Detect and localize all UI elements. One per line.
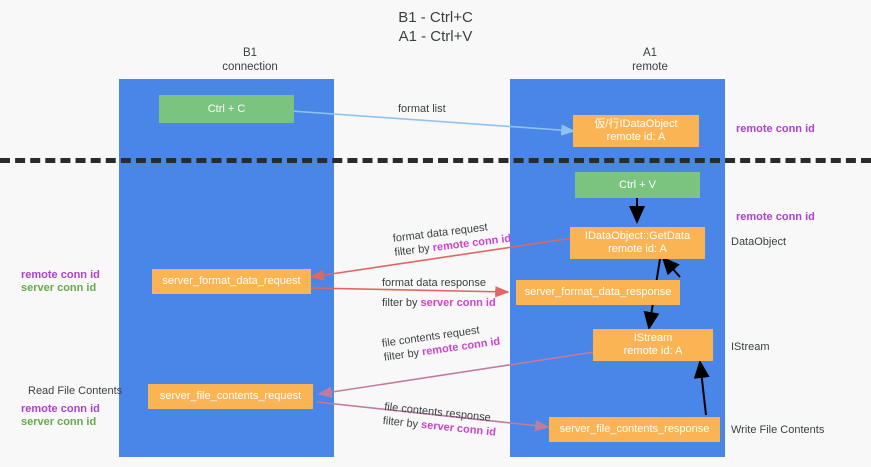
node-server-file-contents-request-label: server_file_contents_request xyxy=(159,390,302,402)
side-note-left-remote-conn-id: remote conn id xyxy=(21,269,100,281)
node-idataobject-label: 仮/行IDataObject xyxy=(594,118,678,130)
edge-label-format-data-response-text: format data response xyxy=(382,277,486,289)
token-server-conn-id: server conn id xyxy=(420,297,496,309)
node-istream-label: IStream xyxy=(633,332,673,344)
node-server-file-contents-response[interactable]: server_file_contents_response xyxy=(549,417,720,442)
edge-label-format-data-response: format data response filter by server co… xyxy=(382,276,496,310)
column-header-a1: A1 remote xyxy=(550,46,750,74)
column-header-a1-name: A1 xyxy=(642,47,658,59)
node-istream-sub: remote id: A xyxy=(623,345,683,357)
column-header-b1-role: connection xyxy=(222,61,278,73)
node-server-format-data-response[interactable]: server_format_data_response xyxy=(516,280,680,305)
node-idataobject[interactable]: 仮/行IDataObject remote id: A xyxy=(573,115,699,147)
side-note-dataobject: DataObject xyxy=(731,236,787,248)
node-idataobject-sub: remote id: A xyxy=(606,131,666,143)
edge-label-file-contents-request: file contents request filter by remote c… xyxy=(381,321,501,365)
title-line-1: B1 - Ctrl+C xyxy=(398,9,473,26)
side-note-left-server-conn-id: server conn id xyxy=(21,282,97,294)
node-getdata-sub: remote id: A xyxy=(608,243,667,255)
title-line-2: A1 - Ctrl+V xyxy=(398,28,473,45)
side-note-left-server-conn-id-2: server conn id xyxy=(21,416,97,428)
edge-label-format-data-request: format data request filter by remote con… xyxy=(392,218,512,260)
node-server-format-data-request[interactable]: server_format_data_request xyxy=(152,269,311,294)
side-note-write-file-contents: Write File Contents xyxy=(731,424,825,436)
side-note-read-file-contents: Read File Contents xyxy=(28,385,123,397)
column-header-b1-name: B1 xyxy=(242,47,258,59)
node-ctrl-c[interactable]: Ctrl + C xyxy=(159,95,294,123)
side-note-left-remote-conn-id-2: remote conn id xyxy=(21,403,100,415)
node-ctrl-v-label: Ctrl + V xyxy=(619,178,656,191)
edge-label-file-contents-response: file contents response filter by server … xyxy=(382,400,498,440)
node-ctrl-v[interactable]: Ctrl + V xyxy=(575,172,700,198)
node-server-file-contents-request[interactable]: server_file_contents_request xyxy=(148,384,313,409)
node-ctrl-c-label: Ctrl + C xyxy=(207,102,246,115)
node-istream[interactable]: IStream remote id: A xyxy=(593,329,713,361)
column-header-a1-role: remote xyxy=(632,61,668,73)
node-server-file-contents-response-label: server_file_contents_response xyxy=(559,423,710,435)
side-note-remote-conn-id-top: remote conn id xyxy=(736,123,815,135)
node-server-format-data-request-label: server_format_data_request xyxy=(162,275,301,287)
page-title: B1 - Ctrl+C A1 - Ctrl+V xyxy=(0,8,871,46)
column-header-b1: B1 connection xyxy=(150,46,350,74)
node-getdata[interactable]: IDataObject::GetData remote id: A xyxy=(570,227,705,259)
phase-divider xyxy=(0,158,871,163)
side-note-istream: IStream xyxy=(731,341,770,353)
node-getdata-label: IDataObject::GetData xyxy=(584,230,691,242)
side-note-remote-conn-id-mid: remote conn id xyxy=(736,211,815,223)
node-server-format-data-response-label: server_format_data_response xyxy=(524,286,672,298)
edge-label-format-list: format list xyxy=(398,103,446,115)
edge-label-format-data-response-filter: filter by server conn id xyxy=(382,297,496,309)
